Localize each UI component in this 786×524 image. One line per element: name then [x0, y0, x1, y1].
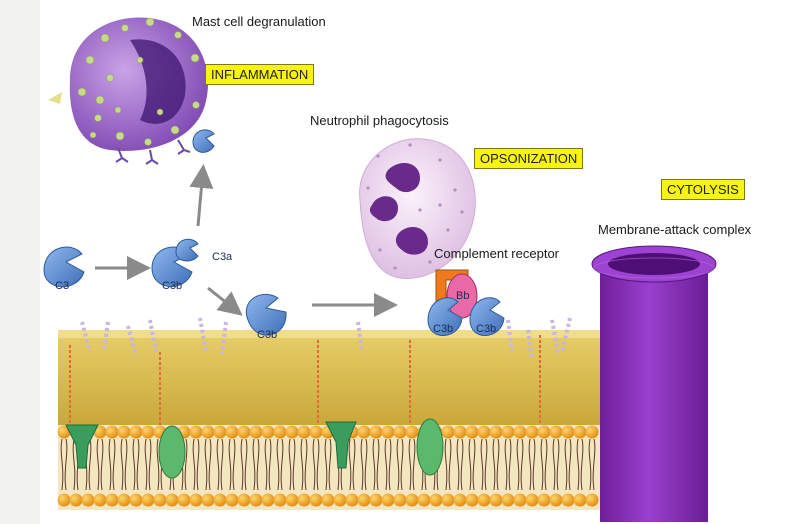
glycan-chains	[80, 317, 572, 361]
complement-receptor-icon	[427, 269, 505, 336]
c3b-bound-icon	[245, 293, 287, 336]
c3b-c3a-split-icon	[151, 238, 199, 287]
membrane-protein-green-2	[416, 418, 444, 476]
page-margin-shade	[0, 0, 40, 524]
lipid-heads-bottom	[57, 493, 599, 507]
c3-label: C3	[55, 280, 70, 292]
bb-label: Bb	[456, 290, 470, 302]
inflammation-tag: INFLAMMATION	[205, 64, 315, 85]
opsonization-tag: OPSONIZATION	[474, 148, 584, 169]
c3a-released-icon	[192, 129, 215, 153]
membrane-protein-green-1	[158, 425, 186, 479]
neutrophil-caption: Neutrophil phagocytosis	[310, 113, 449, 128]
cytolysis-tag: CYTOLYSIS	[661, 179, 745, 200]
c3b-label-right: C3b	[476, 323, 497, 335]
c3b-label-2: C3b	[257, 329, 278, 341]
arrow-icon	[95, 164, 398, 317]
membrane-attack-complex-icon	[591, 245, 717, 522]
complement-receptor-caption: Complement receptor	[434, 246, 559, 261]
c3b-label-1: C3b	[162, 280, 183, 292]
mast-cell-icon	[48, 17, 208, 165]
membrane-protein-funnel-1	[65, 424, 99, 469]
mac-caption: Membrane-attack complex	[598, 222, 752, 237]
receptor-stalks	[69, 335, 541, 425]
c3b-label-left: C3b	[433, 323, 454, 335]
neutrophil-icon	[359, 138, 476, 279]
c3-molecule-icon	[43, 246, 85, 288]
mast-cell-caption: Mast cell degranulation	[192, 14, 326, 29]
membrane-protein-funnel-2	[325, 421, 357, 469]
c3a-label: C3a	[212, 251, 233, 263]
lipid-heads-top	[57, 425, 599, 439]
